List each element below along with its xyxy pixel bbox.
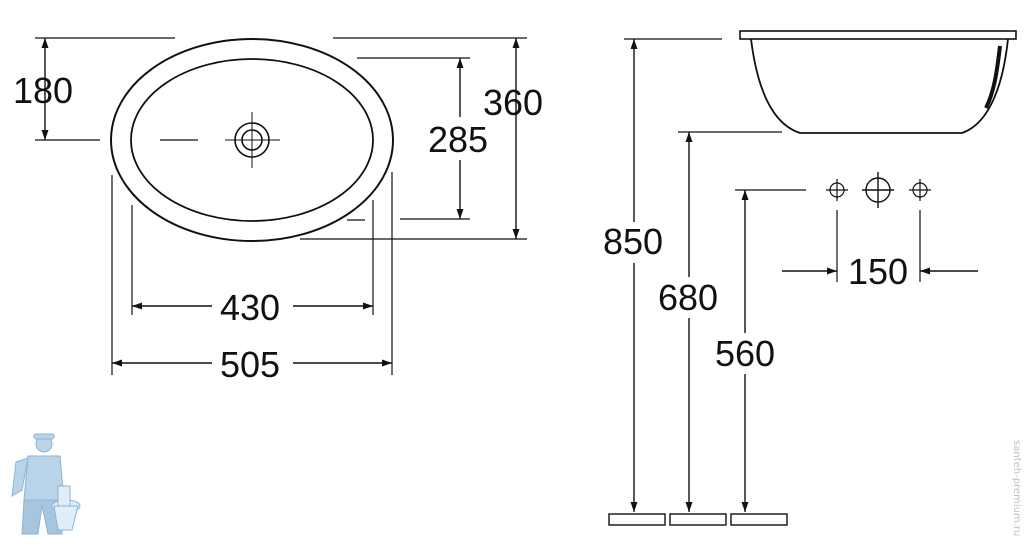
- drain-icon: [225, 112, 280, 168]
- dim-label-360: 360: [483, 82, 543, 123]
- basin-bowl-profile: [750, 38, 1009, 134]
- floor-block-1: [608, 513, 666, 526]
- dim-label-505: 505: [220, 344, 280, 385]
- basin-bowl-profile-inner: [984, 45, 1002, 109]
- dim-label-680: 680: [658, 277, 718, 318]
- tap-hole-center-icon: [862, 172, 894, 208]
- floor-block-3: [730, 513, 788, 526]
- dim-label-560: 560: [715, 333, 775, 374]
- side-view: [608, 30, 1017, 526]
- top-view: [35, 37, 527, 375]
- dim-label-850: 850: [603, 221, 663, 262]
- tap-hole-left-icon: [826, 179, 848, 201]
- basin-inner-rim: [130, 58, 374, 222]
- dim-label-150: 150: [848, 251, 908, 292]
- dim-label-285: 285: [428, 119, 488, 160]
- dim-label-180: 180: [13, 70, 73, 111]
- dim-label-430: 430: [220, 287, 280, 328]
- watermark-vertical-text: santeh-premium.ru: [1011, 440, 1022, 536]
- basin-outer-rim: [110, 38, 394, 242]
- basin-rim-profile: [739, 30, 1017, 40]
- plumber-mascot-icon: [11, 433, 81, 535]
- floor-block-2: [669, 513, 727, 526]
- tap-hole-right-icon: [909, 179, 931, 201]
